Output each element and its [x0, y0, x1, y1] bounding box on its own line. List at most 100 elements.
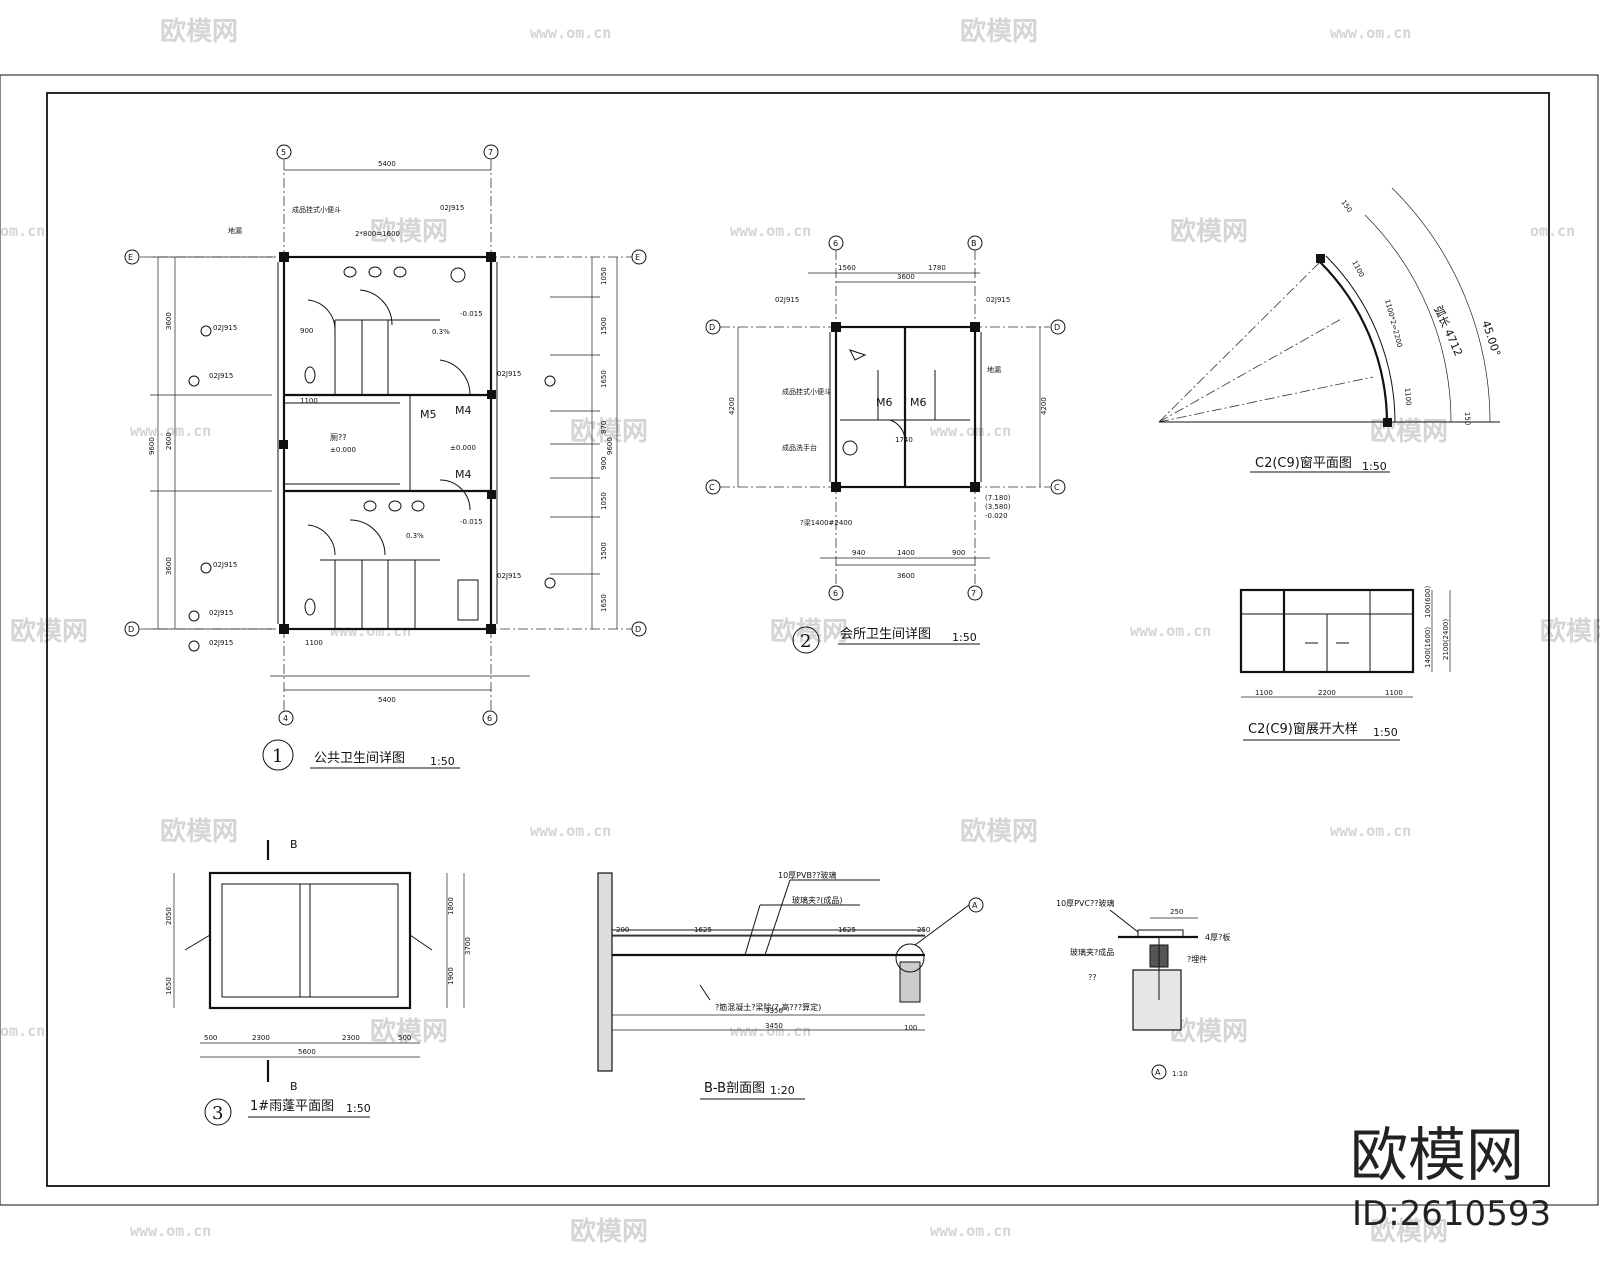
dim-text: 1650 [600, 594, 608, 612]
watermark-text: 欧模网 [1370, 1216, 1448, 1247]
dim-text: 870 [600, 421, 608, 434]
drawing-scale: 1:50 [952, 631, 977, 644]
axis-label: D [128, 625, 134, 634]
ref-label: 02J915 [775, 296, 799, 304]
watermark-url: www.om.cn [530, 822, 611, 840]
dim-text: 9600 [148, 437, 156, 455]
axis-label: 7 [971, 589, 976, 598]
axis-label: C [1054, 483, 1060, 492]
dim-text: 500 [398, 1034, 411, 1042]
dim-text: 1100 [305, 639, 323, 647]
dim-text: 3450 [765, 1022, 783, 1030]
floor-drain-label: 地漏 [228, 226, 242, 235]
dim-text: 900 [600, 457, 608, 470]
lintel-label: ?梁1400#2400 [800, 518, 852, 527]
dim-text: 900 [300, 327, 313, 335]
dim-text: 3600 [165, 557, 173, 575]
watermark-url: om.cn [1530, 222, 1575, 240]
dim-text: 3600 [897, 273, 915, 281]
dim-text: 1900 [447, 967, 455, 985]
dim-text: 2050 [165, 907, 173, 925]
watermark-url: www.om.cn [930, 422, 1011, 440]
inner-border [46, 92, 1550, 1187]
dim-text: 1650 [600, 370, 608, 388]
dim-text: 200 [616, 926, 629, 934]
axis-label: B [971, 239, 977, 248]
watermark-text: 欧模网 [1540, 616, 1600, 647]
dim-text: 5600 [298, 1048, 316, 1056]
drawing-scale: 1:50 [1362, 460, 1387, 473]
dim-text: 1780 [928, 264, 946, 272]
watermark-text: 欧模网 [1170, 1016, 1248, 1047]
detail-a: 250 10厚PVC??玻璃 4厚?板 玻璃夹?成品 ?埋件 ?? A 1:10 [1056, 898, 1230, 1080]
dim-text: 2300 [342, 1034, 360, 1042]
drawing-title: 公共卫生间详图 [314, 751, 405, 766]
watermark-url: www.om.cn [130, 1222, 211, 1240]
dim-text: 1500 [600, 542, 608, 560]
drawing-3-canopy-plan: B B 500 2300 2300 500 5600 2050 1650 180… [165, 838, 472, 1126]
watermark-url: om.cn [0, 222, 45, 240]
fixture-label: 成品挂式小便斗 [292, 205, 341, 214]
dim-text: 2*800=1600 [355, 230, 400, 238]
axis-label: C [709, 483, 715, 492]
ref-label: 02J915 [209, 639, 233, 647]
drawing-scale: 1:20 [770, 1084, 795, 1097]
axis-label: 4 [283, 714, 288, 723]
watermark-text: 欧模网 [960, 16, 1038, 47]
dim-text: 1625 [838, 926, 856, 934]
dim-text: 250 [1170, 908, 1183, 916]
dim-text: 1100 [1403, 387, 1413, 405]
dim-text: 100 [904, 1024, 917, 1032]
watermark-url: www.om.cn [730, 1022, 811, 1040]
dim-text: 1560 [838, 264, 856, 272]
dim-text: 2200 [1318, 689, 1336, 697]
dim-text: 4200 [1040, 397, 1048, 415]
watermark-url: www.om.cn [730, 222, 811, 240]
callout-label: A [1155, 1068, 1161, 1077]
dim-text: 940 [852, 549, 865, 557]
dim-text: 1100 [1385, 689, 1403, 697]
section-note: 玻璃夹?(成品) [792, 895, 843, 905]
ref-label: 02J915 [986, 296, 1010, 304]
watermark-url: www.om.cn [330, 622, 411, 640]
elevation-label: (7.180) [985, 494, 1011, 502]
drawing-number: 1 [272, 746, 283, 767]
watermark-url: www.om.cn [130, 422, 211, 440]
dim-text: 1050 [600, 267, 608, 285]
slope-label: -0.015 [460, 310, 483, 318]
dim-text: 9600 [606, 437, 614, 455]
watermark-url: www.om.cn [530, 24, 611, 42]
dim-text: 1050 [600, 492, 608, 510]
axis-label: 6 [833, 239, 838, 248]
dim-text: 1400 [897, 549, 915, 557]
dim-text: 1100 [1255, 689, 1273, 697]
door-tag: M5 [420, 408, 437, 421]
watermark-text: 欧模网 [770, 616, 848, 647]
detail-note: 10厚PVC??玻璃 [1056, 898, 1115, 908]
fixture-label: 成品挂式小便斗 [782, 387, 831, 396]
drawing-scale: 1:50 [346, 1102, 371, 1115]
door-tag: M4 [455, 468, 472, 481]
drawing-title: 会所卫生间详图 [840, 627, 931, 642]
room-label: 厕?? [330, 433, 347, 442]
axis-label: 5 [281, 148, 286, 157]
dim-text: 1650 [165, 977, 173, 995]
dim-text: 2600 [165, 432, 173, 450]
watermark-text: 欧模网 [370, 216, 448, 247]
brand-logo-text: 欧模网 [1350, 1121, 1524, 1189]
dim-text: 100(600) [1424, 586, 1432, 618]
drawing-title: C2(C9)窗平面图 [1255, 455, 1352, 471]
dim-text: 900 [952, 549, 965, 557]
callout-label: A [972, 901, 978, 910]
watermark-text: 欧模网 [10, 616, 88, 647]
section-mark: B [290, 1080, 298, 1093]
ref-label: 02J915 [497, 572, 521, 580]
section-note: ?筋混凝土?梁除(?,高???算定) [715, 1002, 821, 1012]
ref-label: 02J915 [209, 372, 233, 380]
dim-text: 3350 [765, 1007, 783, 1015]
axis-label: E [128, 253, 133, 262]
section-b-b: A 10厚PVB??玻璃 玻璃夹?(成品) ?筋混凝土?梁除(?,高???算定)… [597, 870, 984, 1100]
detail-note: 4厚?板 [1205, 932, 1230, 942]
watermark-text: 欧模网 [160, 816, 238, 847]
dim-text: 150 [1463, 412, 1471, 426]
